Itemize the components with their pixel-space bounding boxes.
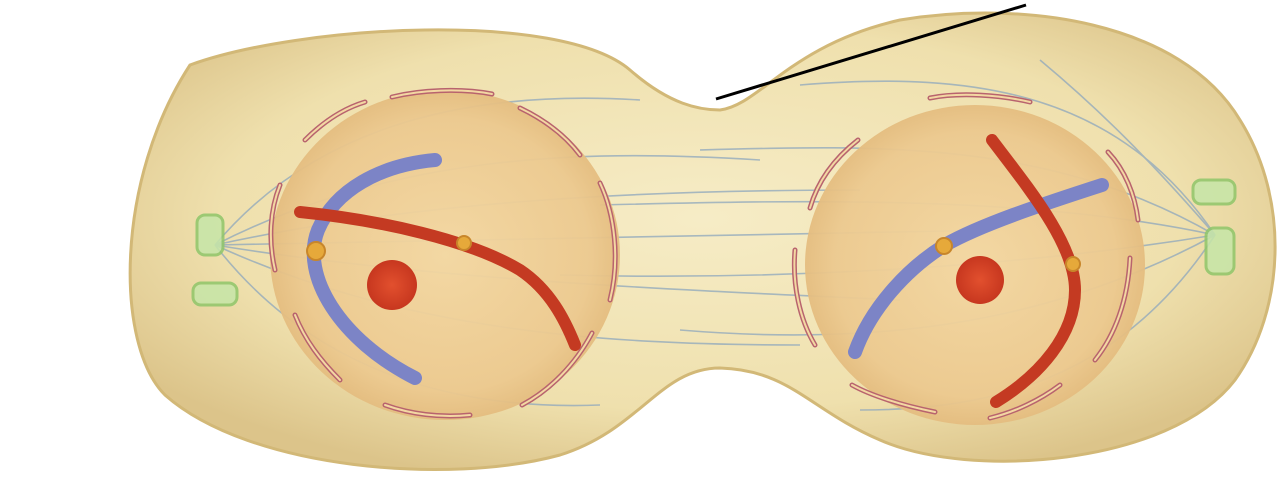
centromere-left-1 [307, 242, 325, 260]
nucleolus-left [367, 260, 417, 310]
centromere-right-1 [936, 238, 952, 254]
nucleus-left [270, 90, 620, 420]
centromere-left-2 [457, 236, 471, 250]
centromere-right-2 [1066, 257, 1080, 271]
nucleolus-right [956, 256, 1004, 304]
